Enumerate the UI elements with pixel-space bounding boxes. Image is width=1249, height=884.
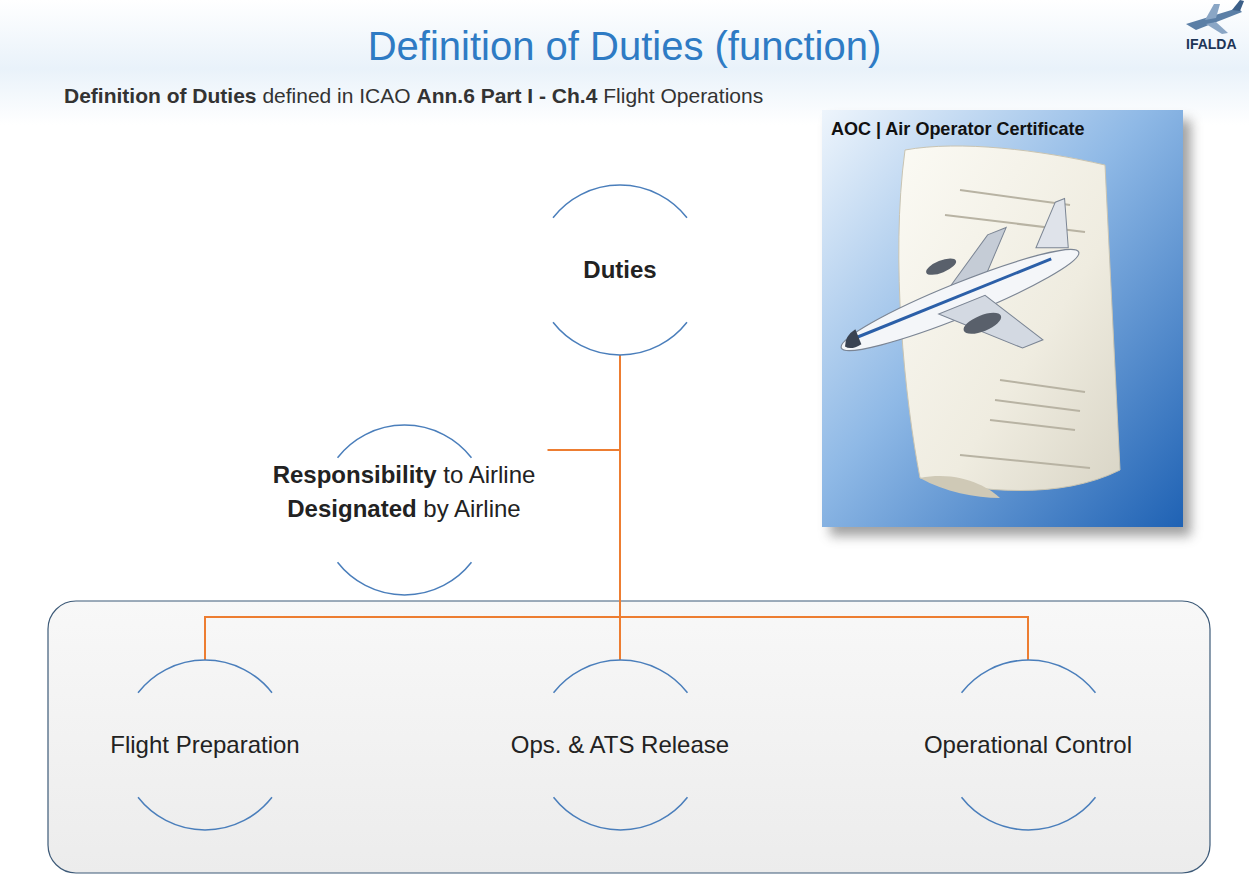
subtitle-text: Ann.6 Part I - Ch.4 (417, 84, 598, 107)
subtitle-text: Flight Operations (603, 84, 763, 107)
node-text-group: Responsibility to AirlineDesignated by A… (261, 425, 548, 595)
logo-plane (1186, 0, 1244, 34)
arc-top (337, 425, 471, 458)
node-text-group: Ops. & ATS Release (499, 660, 742, 830)
node-label: Flight Preparation (110, 728, 299, 762)
connector-line (205, 355, 620, 660)
arc-bottom (961, 797, 1095, 830)
arc-bottom (337, 562, 471, 595)
node-label: Designated by Airline (287, 492, 520, 526)
arc-top (553, 185, 687, 218)
node-text-group: Operational Control (912, 660, 1145, 830)
group-band (48, 601, 1210, 873)
image-caption: AOC | Air Operator Certificate (831, 119, 1084, 140)
circle-node: Flight Preparation (98, 660, 312, 830)
logo-text: IFALDA (1186, 36, 1237, 52)
aoc-picture (821, 110, 1191, 536)
node-text-group: Flight Preparation (98, 660, 312, 830)
subtitle-text: defined in ICAO (262, 84, 410, 107)
node-label: Responsibility to Airline (273, 458, 536, 492)
subtitle-line: Definition of Dutiesdefined in ICAO Ann.6… (64, 84, 769, 108)
arc-top (553, 660, 687, 693)
circle-node: Operational Control (912, 660, 1145, 830)
arc-bottom (553, 322, 687, 355)
header-band (0, 0, 1249, 125)
connector-line (620, 355, 1028, 660)
circle-node: Responsibility to AirlineDesignated by A… (261, 425, 548, 595)
node-text-group: Duties (535, 185, 705, 355)
subtitle-text: Definition of Duties (64, 84, 257, 107)
arc-bottom (553, 797, 687, 830)
node-label: Operational Control (924, 728, 1132, 762)
arc-top (961, 660, 1095, 693)
node-label: Duties (583, 253, 656, 287)
connector-line (548, 355, 621, 450)
arc-top (138, 660, 272, 693)
circle-node: Duties (535, 185, 705, 355)
node-label: Ops. & ATS Release (511, 728, 729, 762)
diagram-title: Definition of Duties (function) (0, 24, 1249, 69)
arc-bottom (138, 797, 272, 830)
circle-node: Ops. & ATS Release (499, 660, 742, 830)
